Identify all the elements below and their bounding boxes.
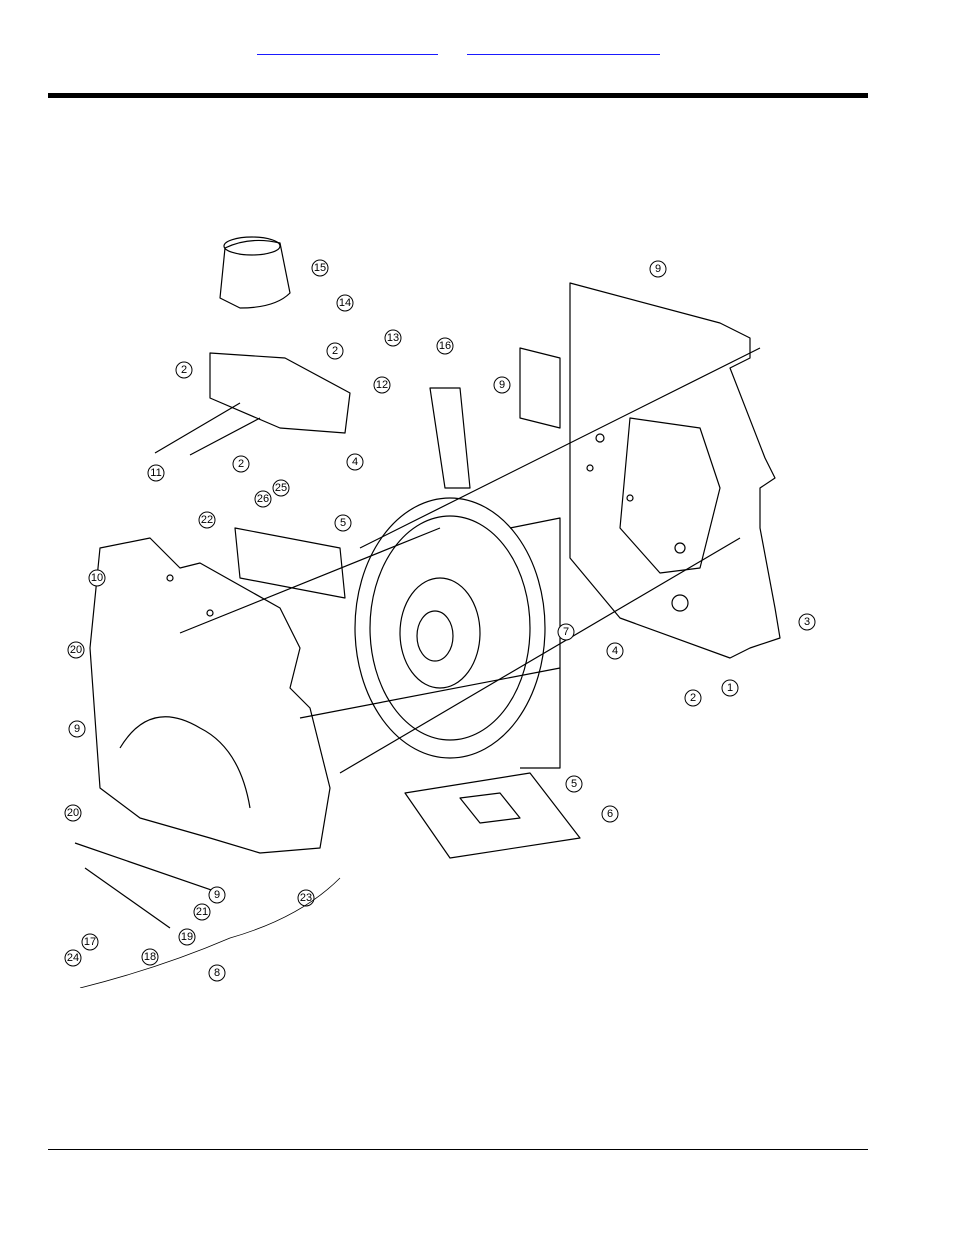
- callout-number: 19: [181, 931, 193, 943]
- callout-number: 2: [181, 364, 187, 376]
- callout-9c: [68, 720, 86, 738]
- callout-number: 3: [804, 616, 810, 628]
- callout-number: 23: [300, 892, 312, 904]
- callout-25: [272, 479, 290, 497]
- callout-number: 16: [439, 340, 451, 352]
- callout-10: [88, 569, 106, 587]
- callout-7: [557, 623, 575, 641]
- callout-number: 7: [563, 626, 569, 638]
- nav-link-previous[interactable]: [257, 40, 438, 55]
- callout-number: 17: [84, 936, 96, 948]
- callout-12: [373, 376, 391, 394]
- callout-number: 9: [655, 263, 661, 275]
- callout-number: 10: [91, 572, 103, 584]
- callout-2b: [175, 361, 193, 379]
- callout-number: 24: [67, 952, 79, 964]
- callout-19: [178, 928, 196, 946]
- callout-number: 9: [499, 379, 505, 391]
- callout-number: 18: [144, 951, 156, 963]
- callout-number: 25: [275, 482, 287, 494]
- callout-26: [254, 490, 272, 508]
- callout-number: 20: [70, 644, 82, 656]
- callout-number: 2: [238, 458, 244, 470]
- callout-2d: [684, 689, 702, 707]
- callout-16: [436, 337, 454, 355]
- callout-number: 21: [196, 906, 208, 918]
- callout-14: [336, 294, 354, 312]
- shroud-plate: [404, 772, 581, 859]
- header-rule: [48, 93, 868, 98]
- callout-5b: [565, 775, 583, 793]
- callout-number: 9: [74, 723, 80, 735]
- callout-15: [311, 259, 329, 277]
- callout-18: [141, 948, 159, 966]
- spout: [219, 239, 291, 309]
- callout-22: [198, 511, 216, 529]
- callout-2a: [326, 342, 344, 360]
- callout-9b: [493, 376, 511, 394]
- top-nav: [0, 40, 954, 60]
- callout-20a: [67, 641, 85, 659]
- frame-plate: [569, 282, 781, 659]
- callout-1: [721, 679, 739, 697]
- callout-number: 1: [727, 682, 733, 694]
- callout-8: [208, 964, 226, 982]
- footer-rule: [48, 1149, 868, 1150]
- callout-number: 2: [332, 345, 338, 357]
- callout-number: 5: [571, 778, 577, 790]
- callout-24: [64, 949, 82, 967]
- callout-9a: [649, 260, 667, 278]
- callout-11: [147, 464, 165, 482]
- callout-number: 20: [67, 807, 79, 819]
- callout-number: 22: [201, 514, 213, 526]
- callout-number: 2: [690, 692, 696, 704]
- nav-link-next[interactable]: [467, 40, 660, 55]
- callout-6: [601, 805, 619, 823]
- callout-number: 4: [612, 645, 618, 657]
- bracket: [209, 352, 351, 434]
- callout-9d: [208, 886, 226, 904]
- rotor-disc: [354, 497, 546, 759]
- callout-21: [193, 903, 211, 921]
- callout-2c: [232, 455, 250, 473]
- callout-number: 26: [257, 493, 269, 505]
- callout-number: 9: [214, 889, 220, 901]
- callout-17: [81, 933, 99, 951]
- callout-3: [798, 613, 816, 631]
- callout-20b: [64, 804, 82, 822]
- callout-4a: [346, 453, 364, 471]
- callout-number: 5: [340, 517, 346, 529]
- callout-number: 14: [339, 297, 351, 309]
- callout-number: 12: [376, 379, 388, 391]
- callout-number: 8: [214, 967, 220, 979]
- callout-number: 11: [150, 467, 161, 479]
- callout-4b: [606, 642, 624, 660]
- callout-13: [384, 329, 402, 347]
- callout-number: 15: [314, 262, 326, 274]
- callout-number: 6: [607, 808, 613, 820]
- callout-number: 13: [387, 332, 399, 344]
- rear-housing: [89, 537, 331, 854]
- callout-5a: [334, 514, 352, 532]
- callout-number: 4: [352, 456, 358, 468]
